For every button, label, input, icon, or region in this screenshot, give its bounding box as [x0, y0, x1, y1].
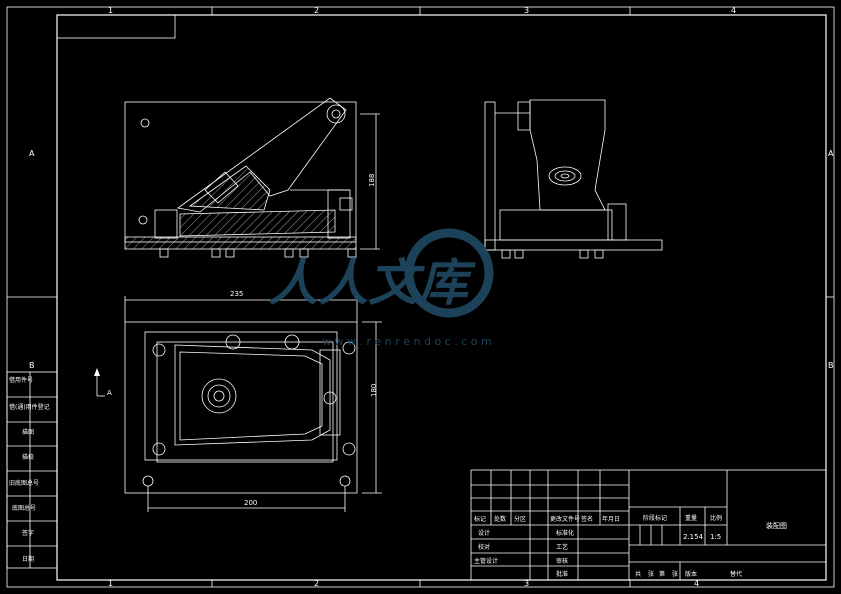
value-weight: 2.154 — [683, 533, 704, 541]
rev-label-6: 年月日 — [602, 515, 620, 523]
stamp-label-8: 日期 — [22, 555, 34, 563]
grid-row-a-left: A — [29, 149, 35, 158]
grid-col-1-bottom: 1 — [108, 579, 113, 588]
stamp-label-1: 借用件号 — [9, 376, 33, 384]
stamp-label-3: 描图 — [22, 428, 34, 436]
rev-label-2: 处数 — [494, 515, 506, 523]
person-label-5: 工艺 — [556, 543, 568, 551]
front-view — [124, 97, 380, 258]
person-label-7: 批准 — [556, 570, 568, 578]
drawing-name: 装配图 — [766, 521, 787, 530]
stamp-label-6: 底图总号 — [12, 504, 36, 512]
label-stage: 阶段标记 — [643, 514, 667, 522]
sheet-label-3: 第 — [659, 570, 665, 578]
sheet-label-2: 张 — [648, 570, 654, 578]
grid-col-4: 4 — [731, 6, 736, 15]
grid-col-3-bottom: 3 — [524, 579, 529, 588]
title-block — [470, 469, 827, 581]
grid-col-2: 2 — [314, 6, 319, 15]
person-label-1: 设计 — [478, 529, 490, 537]
label-weight: 重量 — [685, 514, 697, 522]
person-label-6: 审核 — [556, 557, 568, 565]
value-ratio: 1:5 — [710, 533, 721, 541]
sheet-label-4: 张 — [672, 570, 678, 578]
stamp-label-4: 描校 — [22, 453, 34, 461]
person-label-3: 主管设计 — [474, 557, 498, 565]
grid-col-1: 1 — [108, 6, 113, 15]
dim-width-top: 235 — [230, 290, 243, 298]
person-label-4: 标准化 — [556, 529, 574, 537]
rev-label-5: 签名 — [581, 515, 593, 523]
left-stamp-column — [6, 371, 58, 569]
grid-row-b-left: B — [29, 361, 35, 370]
section-marker: A — [107, 389, 112, 397]
dim-height-front: 188 — [368, 174, 376, 187]
watermark-url: w w w . r e n r e n d o c . c o m — [322, 335, 492, 348]
left-stamp-labels: 借用件号 借(通)用件登记 描图 描校 旧底图总号 底图总号 签字 日期 — [9, 376, 50, 563]
person-label-2: 校对 — [478, 543, 490, 551]
rev-label-3: 分区 — [514, 515, 526, 523]
stamp-label-2: 借(通)用件登记 — [9, 403, 50, 411]
grid-col-3: 3 — [524, 6, 529, 15]
dim-height-top: 180 — [370, 384, 378, 397]
rev-label-1: 标记 — [474, 515, 486, 523]
side-view — [484, 99, 663, 259]
grid-row-b-right: B — [828, 361, 834, 370]
grid-col-4-bottom: 4 — [694, 579, 699, 588]
sheet-label-5: 版本 — [685, 570, 697, 578]
title-block-text: 阶段标记 重量 比例 2.154 1:5 装配图 标记 处数 分区 更改文件号 … — [474, 514, 787, 578]
dim-width-bottom: 200 — [244, 499, 257, 507]
drawing-frame — [6, 6, 835, 588]
top-view — [96, 296, 382, 512]
stamp-label-7: 签字 — [22, 529, 34, 537]
stamp-label-5: 旧底图总号 — [9, 479, 39, 487]
label-ratio: 比例 — [710, 514, 722, 522]
watermark-cn: 人人文库 — [268, 254, 476, 312]
sheet-label-1: 共 — [635, 570, 641, 578]
grid-row-a-right: A — [828, 149, 834, 158]
section-arrow-icon — [94, 368, 100, 376]
grid-col-2-bottom: 2 — [314, 579, 319, 588]
watermark: 人人文库 w w w . r e n r e n d o c . c o m — [268, 228, 494, 348]
rev-label-4: 更改文件号 — [550, 515, 580, 523]
grid-labels: 1 2 3 4 1 2 3 4 A A B B — [29, 6, 834, 588]
sheet-label-6: 替代 — [730, 570, 742, 578]
